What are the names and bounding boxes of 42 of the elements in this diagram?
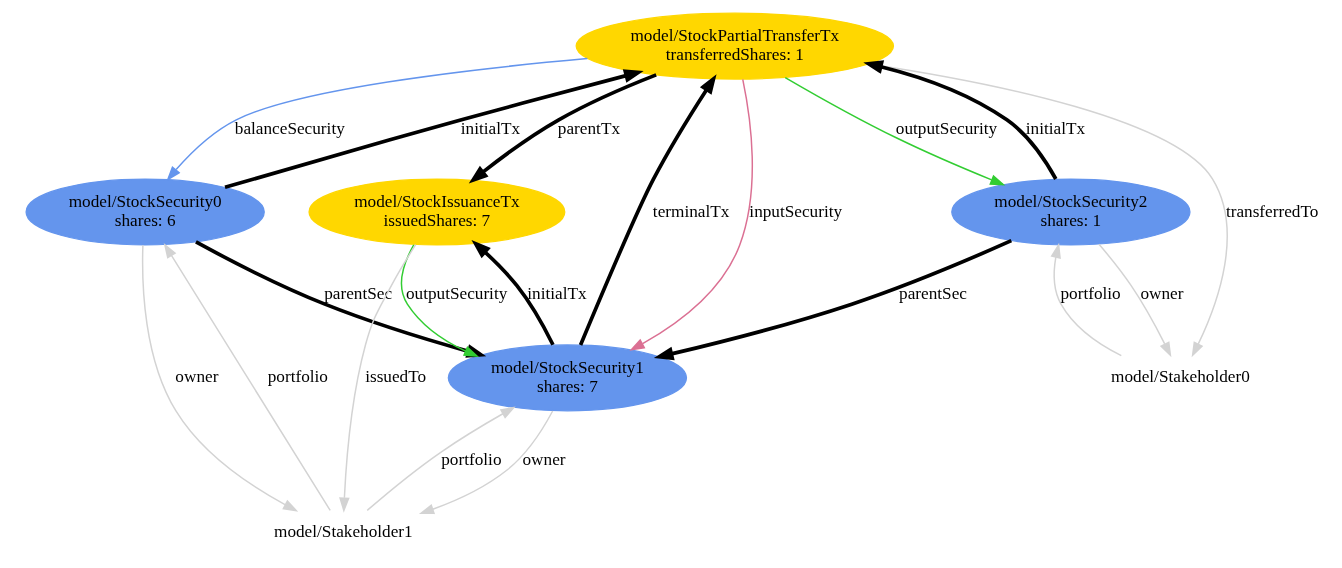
edge-label: parentTx xyxy=(557,118,620,138)
arrow xyxy=(163,243,331,512)
edge-label: portfolio xyxy=(440,450,502,470)
edge-label: issuedTo xyxy=(364,367,426,387)
edge-label: balanceSecurity xyxy=(234,118,345,138)
arrow xyxy=(418,410,553,515)
arrow xyxy=(653,239,1012,361)
arrow xyxy=(338,244,416,513)
edge-label: portfolio xyxy=(1059,284,1121,304)
edge-label: owner xyxy=(174,367,218,387)
edge-label: owner xyxy=(1139,284,1183,304)
node-ellipse: model/StockSecurity2 shares: 1 xyxy=(950,178,1191,246)
node-text: model/Stakeholder0 xyxy=(1110,367,1250,387)
edge-label: outputSecurity xyxy=(895,118,997,138)
edge-label: initialTx xyxy=(460,118,520,138)
edge-label: inputSecurity xyxy=(748,201,842,221)
node-ellipse: model/StockPartialTransferTx transferredShares: 1 xyxy=(575,12,894,80)
edge-label: initialTx xyxy=(526,284,587,304)
arrow xyxy=(1049,242,1122,357)
arrow xyxy=(470,240,555,346)
arrow xyxy=(165,57,588,182)
edge-label: transferredTo xyxy=(1225,201,1318,221)
edge-label: outputSecurity xyxy=(405,284,507,304)
edge-label: parentSec xyxy=(323,284,392,304)
arrow xyxy=(400,244,479,357)
arrow xyxy=(1097,243,1171,358)
arrow xyxy=(366,406,516,512)
edge-label: terminalTx xyxy=(652,201,729,221)
arrow xyxy=(224,69,644,190)
arrow xyxy=(862,60,1057,180)
edge-label: portfolio xyxy=(267,367,328,387)
arrow xyxy=(784,76,1005,186)
node-ellipse: model/StockIssuanceTx issuedShares: 7 xyxy=(307,178,565,246)
edge-label: owner xyxy=(522,450,566,470)
arrow xyxy=(628,78,753,351)
node-ellipse: model/StockSecurity0 shares: 6 xyxy=(24,178,265,246)
arrow xyxy=(468,73,657,184)
arrow xyxy=(578,74,717,346)
arrow xyxy=(141,244,298,512)
edge-label: parentSec xyxy=(898,284,967,304)
edge-label: initialTx xyxy=(1025,118,1085,138)
node-text: model/Stakeholder1 xyxy=(273,522,413,542)
